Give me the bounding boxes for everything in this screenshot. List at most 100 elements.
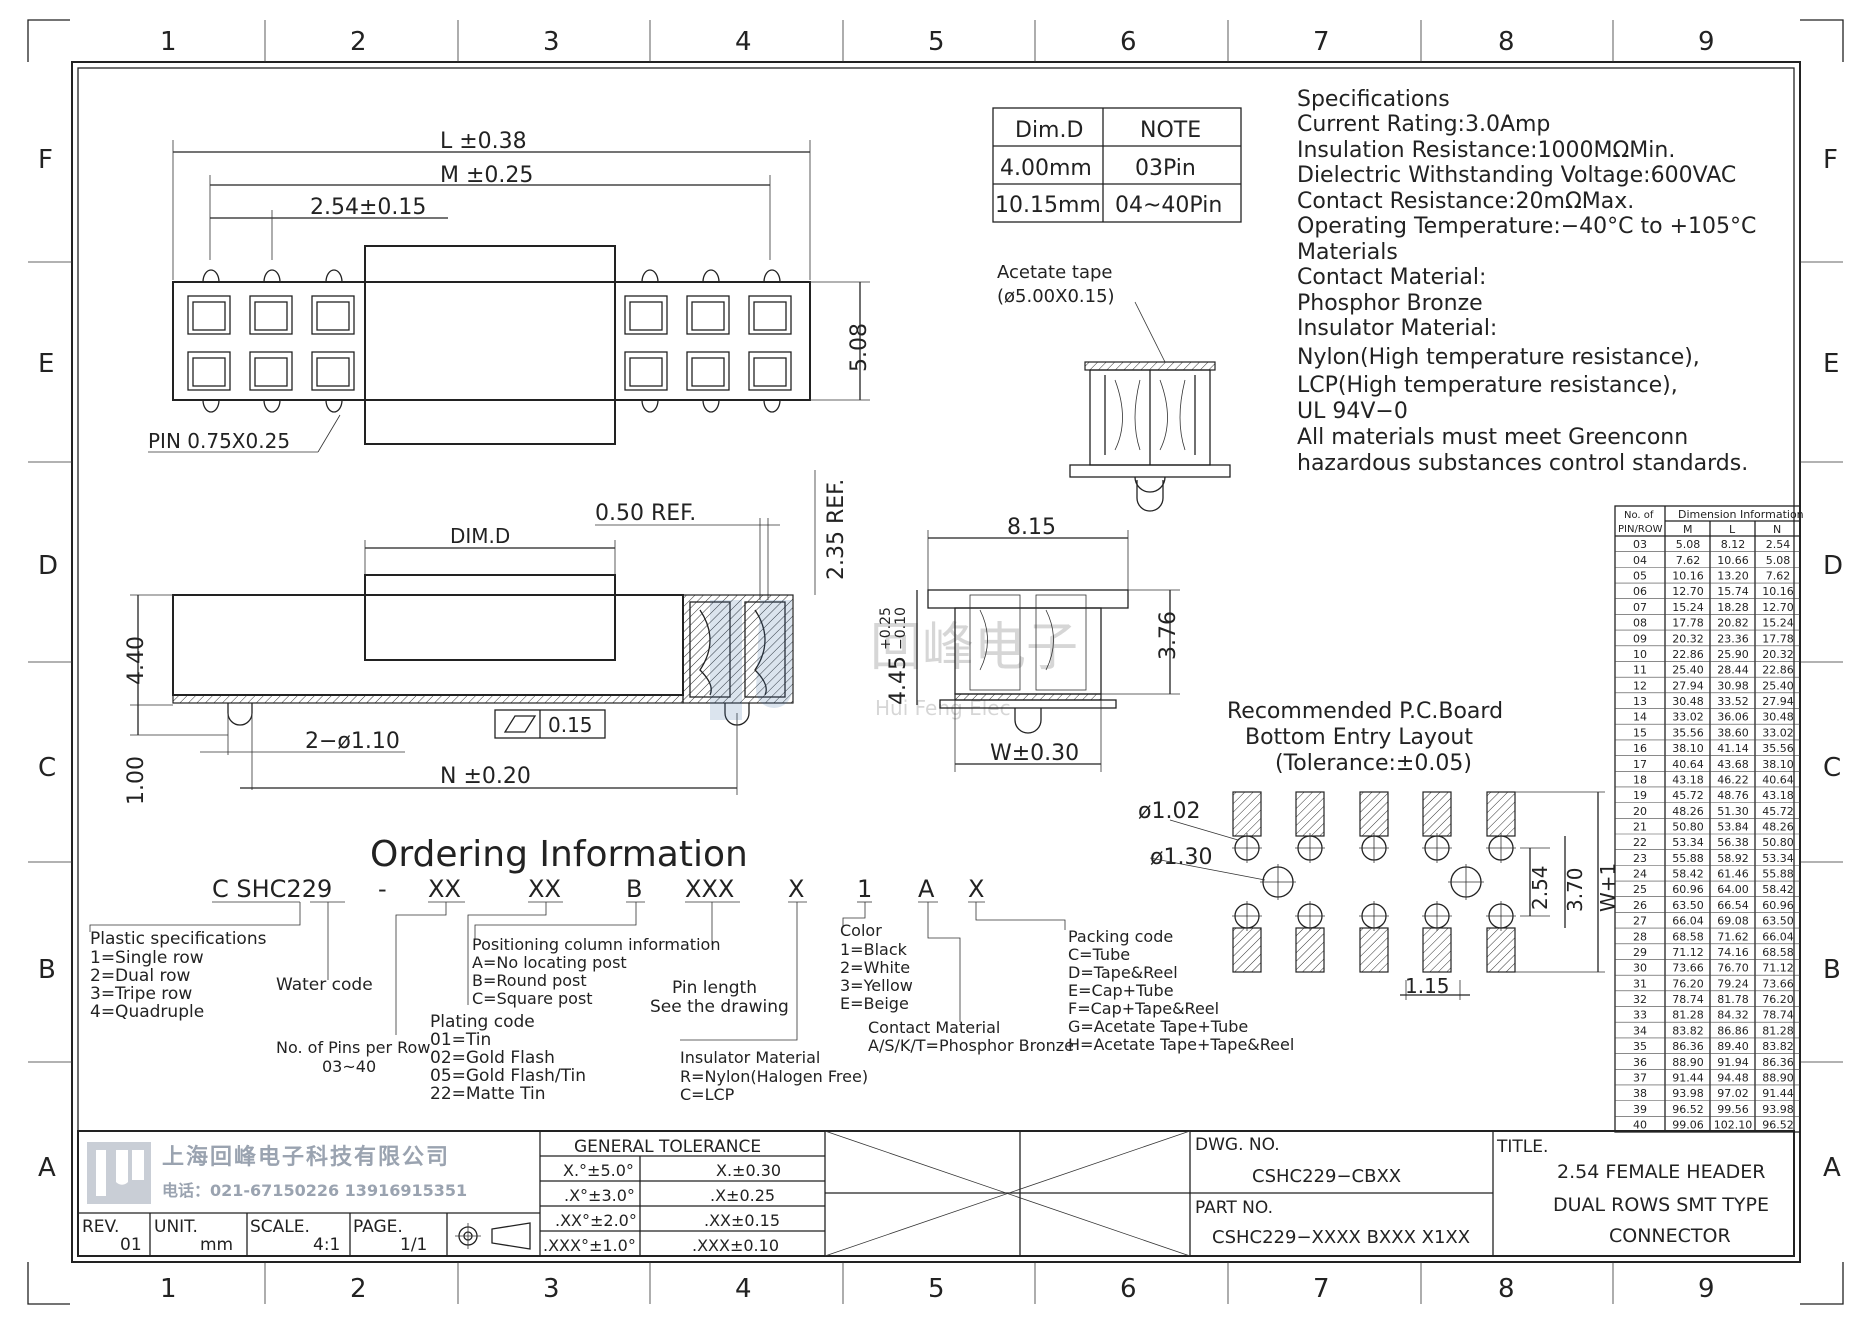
dimension-table-cell: 58.42 — [1672, 868, 1704, 881]
dimension-table-cell: 35.56 — [1762, 742, 1794, 755]
holes-label: 2−ø1.10 — [305, 729, 400, 754]
svg-text:.X°±3.0°: .X°±3.0° — [564, 1186, 635, 1205]
svg-text:4: 4 — [735, 27, 752, 57]
dimension-table-cell: 40 — [1633, 1119, 1647, 1132]
svg-text:3=Yellow: 3=Yellow — [840, 976, 913, 995]
water-code: Water code — [276, 975, 373, 995]
svg-text:C=LCP: C=LCP — [680, 1085, 735, 1104]
dim-height-label: 5.08 — [847, 323, 872, 372]
svg-text:7: 7 — [1313, 1274, 1330, 1304]
dimension-table-cell: 10 — [1633, 648, 1647, 661]
dim-l-label: L ±0.38 — [440, 129, 527, 154]
dimension-table-cell: 8.12 — [1721, 538, 1746, 551]
svg-text:B: B — [626, 875, 642, 903]
dimension-table-cell: 102.10 — [1714, 1119, 1753, 1132]
dimension-table-cell: 41.14 — [1717, 742, 1749, 755]
dimension-table-cell: 27.94 — [1762, 695, 1794, 708]
dimension-table-cell: 30.98 — [1717, 679, 1749, 692]
svg-text:Phosphor Bronze: Phosphor Bronze — [1297, 291, 1483, 316]
svg-text:W+1: W+1 — [1596, 863, 1620, 912]
svg-text:XX: XX — [428, 875, 461, 903]
dimension-table-cell: 63.50 — [1672, 899, 1704, 912]
svg-text:TITLE.: TITLE. — [1496, 1137, 1548, 1157]
svg-text:.X±0.25: .X±0.25 — [710, 1186, 775, 1205]
svg-text:Operating Temperature:−40°C: Operating Temperature:−40°C to +105°C — [1297, 214, 1756, 239]
svg-text:03Pin: 03Pin — [1135, 156, 1196, 181]
dimension-table-cell: 38.10 — [1672, 742, 1704, 755]
dim-815-label: 8.15 — [1007, 515, 1056, 540]
svg-text:4: 4 — [735, 1274, 752, 1304]
dimension-table-cell: 7.62 — [1676, 554, 1701, 567]
svg-text:D: D — [1823, 551, 1843, 581]
svg-text:A: A — [38, 1153, 56, 1183]
dimension-table-cell: 38.10 — [1762, 758, 1794, 771]
dimension-table-cell: 46.22 — [1717, 773, 1749, 786]
svg-text:22=Matte Tin: 22=Matte Tin — [430, 1084, 546, 1104]
tape-view: Acetate tape (ø5.00X0.15) — [997, 262, 1231, 512]
dimension-table-cell: 66.04 — [1672, 915, 1704, 928]
svg-text:5: 5 — [928, 27, 945, 57]
svg-text:PIN/ROW: PIN/ROW — [1618, 524, 1663, 535]
contact-material: Contact Material A/S/K/T=Phosphor Bronze — [868, 1018, 1074, 1055]
svg-text:H=Acetate Tape+Tape&Reel: H=Acetate Tape+Tape&Reel — [1068, 1035, 1294, 1054]
dimension-table-cell: 86.36 — [1762, 1056, 1794, 1069]
dimension-table-cell: 33 — [1633, 1009, 1647, 1022]
plastic-spec: Plastic specifications 1=Single row 2=Du… — [90, 929, 267, 1022]
dimension-table-cell: 60.96 — [1672, 883, 1704, 896]
dimension-table-cell: 7.62 — [1766, 570, 1791, 583]
svg-text:6: 6 — [1120, 1274, 1137, 1304]
svg-text:DWG. NO.: DWG. NO. — [1195, 1135, 1280, 1155]
dimension-table: No. of PIN/ROW Dimension Information M L… — [1614, 505, 1804, 1133]
svg-text:04~40Pin: 04~40Pin — [1115, 193, 1222, 218]
svg-text:hazardous substances control: hazardous substances control standards. — [1297, 451, 1748, 476]
insulator-material: Insulator Material R=Nylon(Halogen Free)… — [680, 1048, 868, 1104]
dimension-table-cell: 43.68 — [1717, 758, 1749, 771]
dimension-table-cell: 15.24 — [1762, 617, 1794, 630]
svg-text:G=Acetate Tape+Tube: G=Acetate Tape+Tube — [1068, 1017, 1248, 1036]
dimension-table-cell: 28 — [1633, 930, 1647, 943]
svg-text:Plating code: Plating code — [430, 1012, 535, 1032]
dimension-table-cell: 97.02 — [1717, 1087, 1749, 1100]
dimension-table-cell: 35 — [1633, 1040, 1647, 1053]
svg-text:A: A — [1823, 1153, 1841, 1183]
dimension-table-cell: 16 — [1633, 742, 1647, 755]
dimension-table-cell: 32 — [1633, 993, 1647, 1006]
svg-text:Recommended P.C.Board: Recommended P.C.Board — [1227, 699, 1503, 724]
svg-text:ø1.30: ø1.30 — [1150, 845, 1212, 870]
dimension-table-cell: 22.86 — [1762, 664, 1794, 677]
dimension-table-cell: 86.36 — [1672, 1040, 1704, 1053]
pin-size-label: PIN 0.75X0.25 — [148, 429, 290, 453]
dimension-table-cell: 25.40 — [1762, 679, 1794, 692]
dimension-table-cell: 40.64 — [1762, 773, 1794, 786]
specifications: Specifications Current Rating:3.0Amp Ins… — [1297, 87, 1756, 476]
dimension-table-cell: 29 — [1633, 946, 1647, 959]
svg-text:B: B — [38, 955, 56, 985]
dimension-table-cell: 04 — [1633, 554, 1647, 567]
svg-text:4=Quadruple: 4=Quadruple — [90, 1002, 204, 1022]
svg-text:2=Dual row: 2=Dual row — [90, 966, 190, 986]
svg-text:E: E — [1823, 349, 1839, 379]
dimension-table-cell: 76.20 — [1762, 993, 1794, 1006]
dim-440-label: 4.40 — [124, 636, 149, 685]
dimension-table-cell: 79.24 — [1717, 977, 1749, 990]
end-view: 8.15 4.45 +0.25 −0.10 3.76 W±0.30 — [878, 515, 1181, 772]
svg-text:UL 94V−0: UL 94V−0 — [1297, 399, 1408, 424]
company-logo — [87, 1142, 151, 1204]
svg-text:9: 9 — [1698, 1274, 1715, 1304]
svg-text:Dielectric Withstanding Volt: Dielectric Withstanding Voltage:600VAC — [1297, 163, 1736, 188]
svg-text:Bottom Entry Layout: Bottom Entry Layout — [1245, 725, 1473, 750]
svg-text:3: 3 — [543, 27, 560, 57]
svg-text:XXX: XXX — [685, 875, 734, 903]
dimension-table-cell: 2.54 — [1766, 538, 1791, 551]
svg-text:3.70: 3.70 — [1563, 867, 1587, 912]
dimension-table-cell: 96.52 — [1762, 1119, 1794, 1132]
svg-text:Packing code: Packing code — [1068, 927, 1173, 946]
ref-235-label: 2.35 REF. — [824, 479, 849, 580]
svg-text:Contact Resistance:20mΩMax.: Contact Resistance:20mΩMax. — [1297, 189, 1634, 214]
dimension-table-cell: 99.06 — [1672, 1119, 1704, 1132]
dimension-table-cell: 28.44 — [1717, 664, 1749, 677]
dim-m-label: M ±0.25 — [440, 163, 533, 188]
dimension-table-cell: 18.28 — [1717, 601, 1749, 614]
dim-pitch-label: 2.54±0.15 — [310, 195, 426, 220]
dimension-table-cell: 53.34 — [1762, 852, 1794, 865]
